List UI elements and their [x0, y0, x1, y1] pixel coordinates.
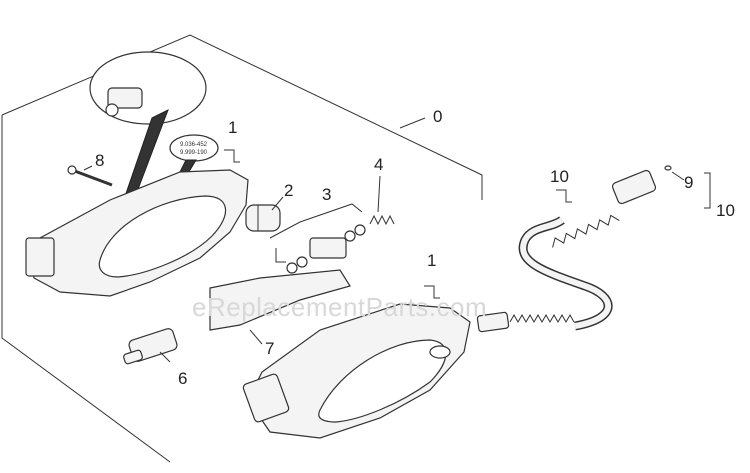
- leader-2: [271, 196, 284, 211]
- hose-bend-protector-upper: [552, 214, 620, 248]
- assembly-boundary: [1, 34, 483, 200]
- leader-3-top: [269, 203, 363, 239]
- callout-2: 2: [284, 181, 293, 200]
- hose-bend-protector-lower: [509, 313, 575, 324]
- seal-ring-1: [286, 262, 298, 274]
- callout-9: 9: [684, 173, 693, 192]
- leader-3-left: [275, 248, 286, 263]
- leader-9: [671, 171, 685, 181]
- seal-ring-2: [296, 256, 308, 268]
- callout-10-hose: 10: [550, 167, 569, 186]
- leader-6: [159, 351, 171, 363]
- callout-4: 4: [374, 155, 383, 174]
- housing-right-badge: [429, 345, 451, 359]
- hose-fill: [520, 217, 612, 329]
- seal-ring-3: [344, 230, 356, 242]
- detail-note-line1: 9.036-452: [180, 142, 208, 148]
- callout-0: 0: [433, 107, 442, 126]
- detail-note-bubble: [169, 134, 219, 162]
- callout-10-bracket: 10: [716, 201, 735, 220]
- housing-right-nozzle-end: [242, 373, 290, 423]
- valve-pin: [309, 237, 347, 259]
- leader-4: [377, 175, 381, 213]
- callout-7: 7: [265, 339, 274, 358]
- spring: [369, 214, 395, 226]
- callout-3: 3: [322, 185, 331, 204]
- screw-head: [67, 165, 77, 175]
- housing-right-grip-opening: [318, 339, 447, 423]
- callout-1-right: 1: [427, 251, 436, 270]
- leader-1-right: [424, 285, 440, 299]
- trigger-lever: [209, 269, 351, 331]
- hose-connector: [476, 311, 510, 333]
- leader-7: [249, 329, 263, 345]
- callout-8: 8: [95, 151, 104, 170]
- housing-left-grip-opening: [98, 195, 227, 278]
- leader-0: [399, 117, 426, 129]
- leader-10-hose: [556, 189, 572, 203]
- seal-ring-4: [354, 224, 366, 236]
- bracket-9-10: [704, 172, 711, 209]
- sleeve-tip: [123, 349, 143, 365]
- detail-note-line2: 9.999-190: [180, 150, 208, 156]
- callout-6: 6: [178, 369, 187, 388]
- hose-nut: [611, 169, 657, 205]
- screw: [71, 168, 113, 187]
- assembly-boundary-bottom: [1, 115, 171, 463]
- detail-valve: [107, 87, 143, 109]
- leader-8: [83, 165, 93, 171]
- watermark: eReplacementParts.com: [192, 292, 487, 322]
- housing-left-nozzle-end: [25, 237, 55, 277]
- oring-small: [664, 165, 672, 171]
- callout-1-left: 1: [228, 118, 237, 137]
- valve: [245, 204, 281, 232]
- detail-oring: [105, 103, 119, 117]
- leader-1-left: [224, 149, 240, 163]
